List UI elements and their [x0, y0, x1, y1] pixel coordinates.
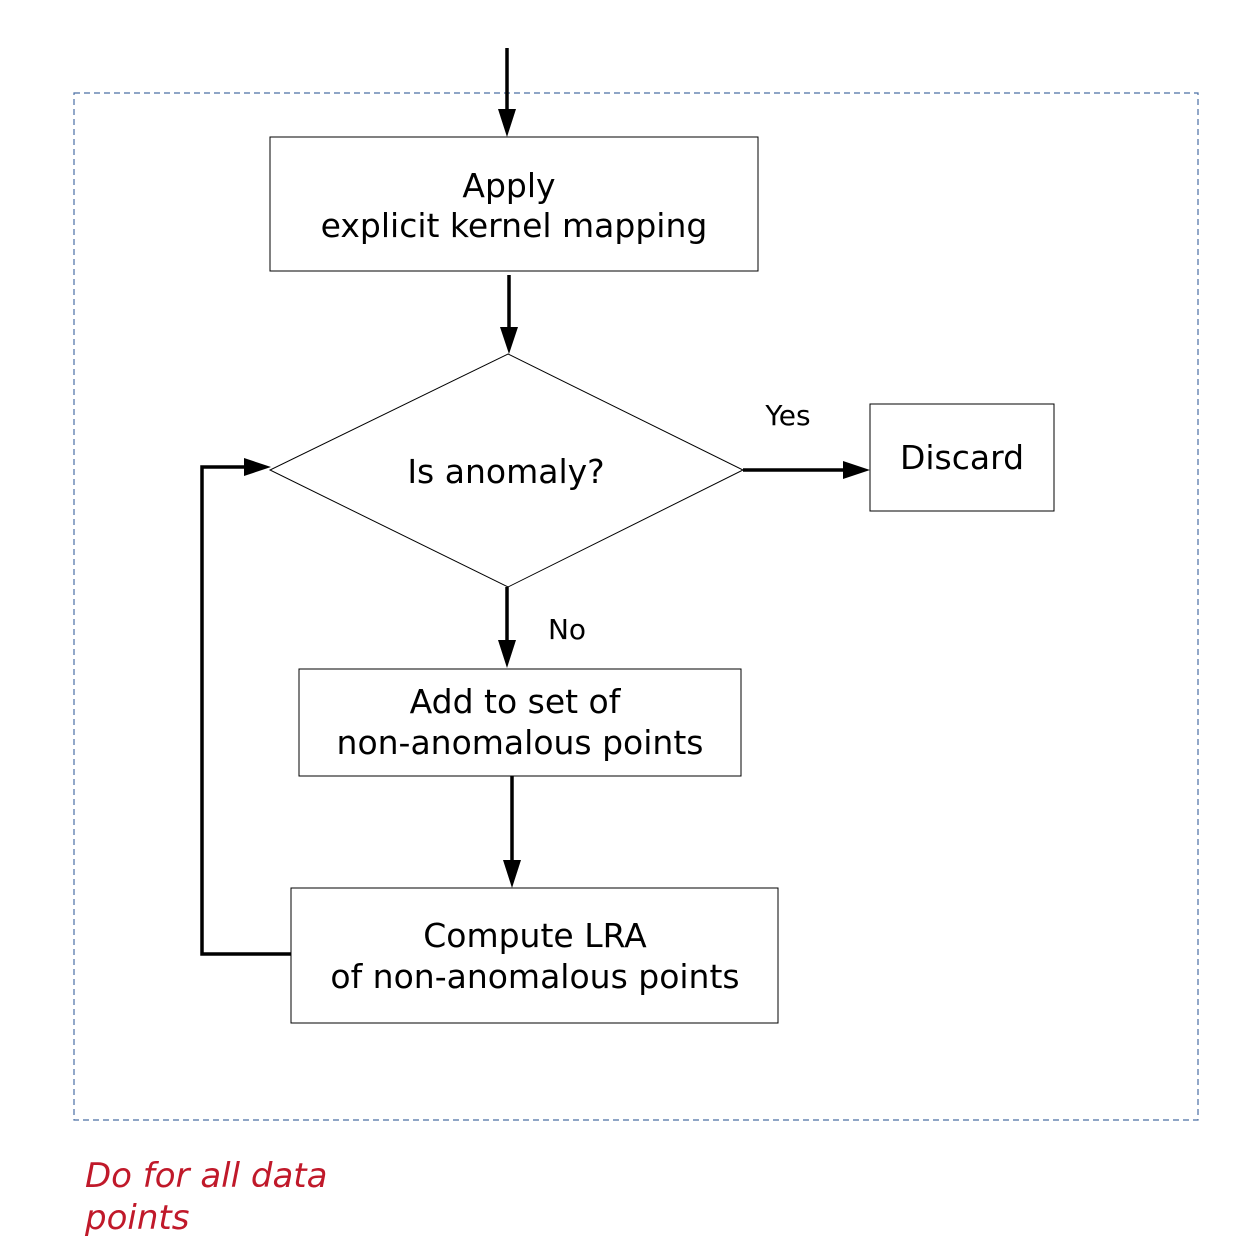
add-to-compute-arrowhead	[503, 860, 521, 888]
apply-to-decision-arrowhead	[500, 327, 518, 354]
entry-arrowhead	[498, 109, 516, 137]
compute-box	[290, 887, 779, 1024]
add-node: Add to set of non-anomalous points	[298, 668, 742, 777]
compute-label-line1: Compute LRA	[423, 916, 647, 955]
compute-label-line2: of non-anomalous points	[330, 957, 739, 996]
yes-label: Yes	[764, 399, 810, 432]
yes-arrowhead	[843, 461, 870, 479]
apply-label-line1: Apply	[462, 166, 555, 205]
add-label-line1: Add to set of	[410, 682, 622, 721]
discard-box	[869, 403, 1055, 512]
loop-boundary	[73, 92, 1199, 1121]
apply-label-line2: explicit kernel mapping	[321, 206, 708, 245]
decision-label: Is anomaly?	[407, 452, 604, 491]
discard-node: Discard	[869, 403, 1055, 512]
add-label-line2: non-anomalous points	[337, 723, 704, 762]
loop-caption: Do for all data points	[85, 1156, 328, 1238]
compute-node: Compute LRA of non-anomalous points	[290, 887, 779, 1024]
discard-label: Discard	[900, 438, 1024, 477]
feedback-loop-arrow	[200, 465, 291, 956]
apply-box	[269, 136, 759, 272]
no-arrowhead	[498, 640, 516, 668]
apply-node: Apply explicit kernel mapping	[269, 136, 759, 272]
no-label: No	[548, 613, 586, 646]
feedback-loop-arrowhead	[244, 458, 271, 476]
add-box	[298, 668, 742, 777]
decision-node: Is anomaly?	[268, 353, 745, 588]
